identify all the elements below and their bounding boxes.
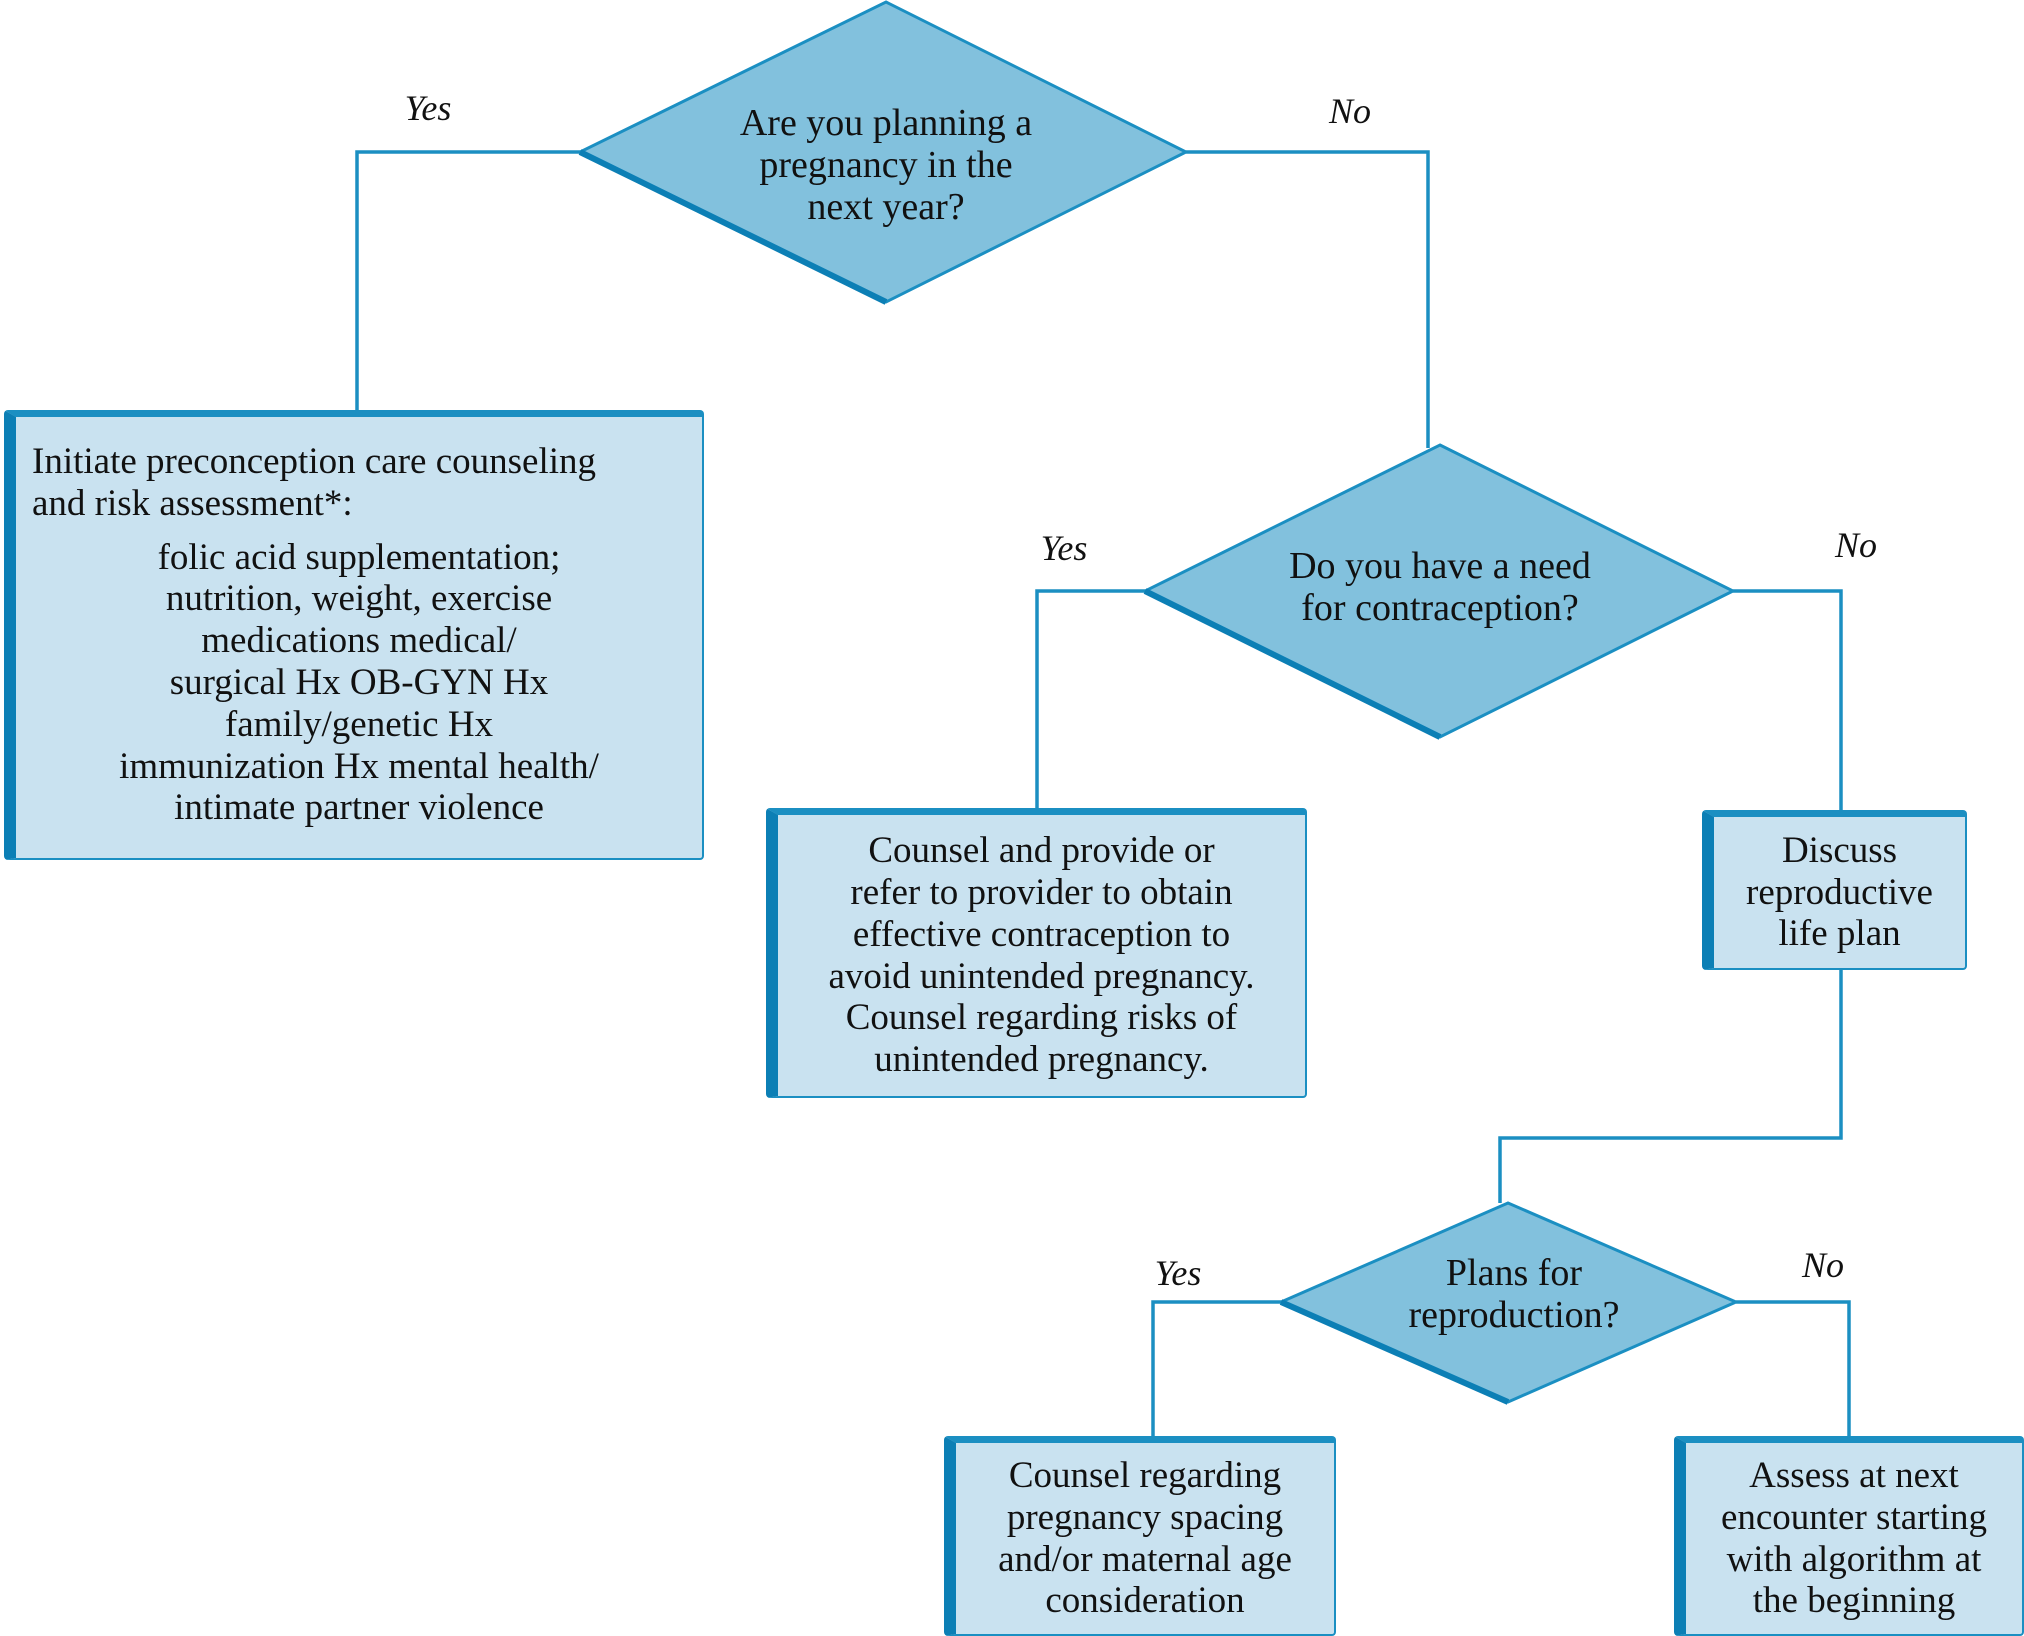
decision-planning-line-2: pregnancy in the	[759, 144, 1012, 186]
preconception-item: nutrition, weight, exercise	[165, 578, 553, 620]
spacing-line: consideration	[1045, 1580, 1245, 1622]
label-reproduction-yes: Yes	[1155, 1253, 1202, 1293]
decision-planning-line-1: Are you planning a	[740, 102, 1032, 144]
decision-contraception-line-2: for contraception?	[1301, 587, 1578, 629]
connector-contraception-no	[1733, 589, 1843, 810]
contraception-counsel-line: effective contraception to	[852, 913, 1231, 955]
spacing-line: Counsel regarding	[1008, 1454, 1282, 1496]
contraception-counsel-line: Counsel regarding risks of	[845, 997, 1238, 1039]
preconception-intro: Initiate preconception care counseling a…	[32, 441, 686, 525]
connector-reproduction-no	[1736, 1300, 1851, 1438]
contraception-counsel-line: refer to provider to obtain	[850, 871, 1233, 913]
preconception-item: intimate partner violence	[174, 787, 544, 829]
preconception-intro-line: Initiate preconception care counseling	[32, 441, 596, 482]
reassess-line: Assess at next	[1749, 1454, 1959, 1496]
decision-reproduction-line-1: Plans for	[1446, 1252, 1583, 1294]
preconception-item: surgical Hx OB-GYN Hx	[169, 661, 549, 703]
preconception-item: immunization Hx mental health/	[119, 745, 599, 787]
decision-planning-line-3: next year?	[807, 186, 964, 228]
box-preconception-care: Initiate preconception care counseling a…	[4, 410, 704, 860]
label-contraception-no: No	[1834, 525, 1877, 565]
preconception-intro-line: and risk assessment*:	[32, 482, 353, 524]
contraception-counsel-line: avoid unintended pregnancy.	[828, 955, 1255, 997]
reassess-line: encounter starting	[1720, 1496, 1988, 1538]
life-plan-line: reproductive	[1746, 871, 1933, 913]
label-planning-no: No	[1328, 91, 1371, 131]
decision-contraception: Do you have a need for contraception?	[1141, 443, 1737, 740]
connector-planning-yes	[355, 150, 580, 412]
decision-reproduction-line-2: reproduction?	[1408, 1294, 1619, 1336]
decision-reproduction: Plans for reproduction?	[1277, 1201, 1740, 1405]
reassess-line: with algorithm at	[1726, 1538, 1982, 1580]
reassess-line: the beginning	[1752, 1580, 1956, 1622]
spacing-line: and/or maternal age	[998, 1538, 1292, 1580]
box-reassess: Assess at next encounter starting with a…	[1674, 1436, 2024, 1636]
connector-planning-no	[1186, 150, 1430, 448]
label-contraception-yes: Yes	[1041, 528, 1088, 568]
spacing-line: pregnancy spacing	[1006, 1496, 1284, 1538]
life-plan-line: life plan	[1778, 913, 1901, 955]
preconception-item: medications medical/	[201, 620, 517, 662]
contraception-counsel-line: Counsel and provide or	[868, 830, 1215, 872]
box-reproductive-life-plan: Discuss reproductive life plan	[1702, 810, 1967, 970]
preconception-item: folic acid supplementation;	[157, 536, 561, 578]
label-reproduction-no: No	[1801, 1245, 1844, 1285]
box-pregnancy-spacing: Counsel regarding pregnancy spacing and/…	[944, 1436, 1336, 1636]
decision-contraception-line-1: Do you have a need	[1289, 545, 1591, 587]
box-contraception-counsel: Counsel and provide or refer to provider…	[766, 808, 1307, 1098]
life-plan-line: Discuss	[1781, 829, 1898, 871]
preconception-item: family/genetic Hx	[224, 703, 494, 745]
decision-planning: Are you planning a pregnancy in the next…	[576, 0, 1190, 305]
contraception-counsel-line: unintended pregnancy.	[874, 1039, 1209, 1081]
connector-reproduction-yes	[1151, 1300, 1281, 1438]
connector-contraception-yes	[1035, 589, 1145, 810]
preconception-items: folic acid supplementation; nutrition, w…	[32, 537, 686, 830]
connector-lifeplan-to-reproduction	[1498, 967, 1843, 1203]
label-planning-yes: Yes	[405, 88, 452, 128]
connectors	[355, 150, 1851, 1438]
